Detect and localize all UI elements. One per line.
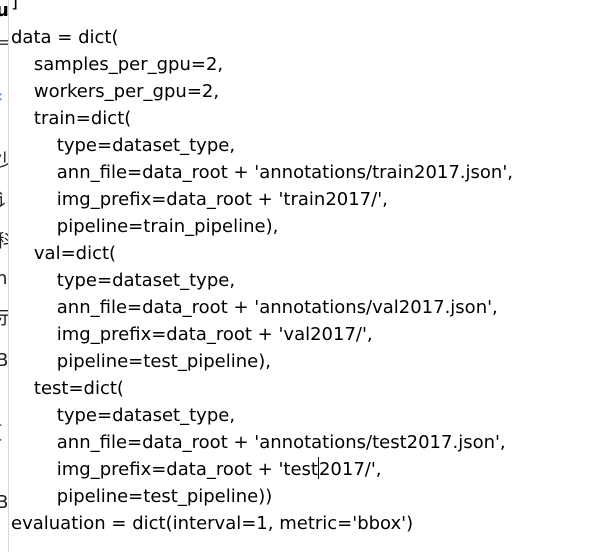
background-text-fragment: u bbox=[0, 0, 9, 21]
code-line[interactable]: ann_file=data_root + 'annotations/train2… bbox=[11, 162, 513, 183]
code-line[interactable]: evaluation = dict(interval=1, metric='bb… bbox=[11, 513, 414, 534]
background-text-fragment: 讠 bbox=[0, 192, 9, 210]
code-line[interactable]: train=dict( bbox=[11, 108, 132, 129]
code-line[interactable]: ann_file=data_root + 'annotations/test20… bbox=[11, 432, 506, 453]
background-text-fragment: 少 bbox=[0, 153, 9, 171]
code-line[interactable]: type=dataset_type, bbox=[11, 270, 236, 291]
editor-left-border bbox=[8, 0, 9, 552]
background-text-fragment: 科 bbox=[0, 233, 9, 251]
text-caret bbox=[317, 457, 319, 479]
code-line[interactable]: pipeline=test_pipeline)) bbox=[11, 486, 273, 507]
background-window-edge: u = ‹ 少 讠 科 n 示 B [ B bbox=[0, 0, 9, 552]
code-line[interactable]: img_prefix=data_root + 'train2017/', bbox=[11, 189, 388, 210]
code-line[interactable]: samples_per_gpu=2, bbox=[11, 54, 224, 75]
code-line[interactable]: img_prefix=data_root + 'val2017/', bbox=[11, 324, 373, 345]
code-line[interactable]: test=dict( bbox=[11, 378, 124, 399]
background-text-fragment: = bbox=[0, 32, 9, 53]
code-line[interactable]: workers_per_gpu=2, bbox=[11, 81, 220, 102]
code-line[interactable]: ann_file=data_root + 'annotations/val201… bbox=[11, 297, 498, 318]
background-text-fragment: n bbox=[0, 268, 8, 289]
background-text-fragment: [ bbox=[0, 424, 3, 442]
code-line[interactable]: ] bbox=[11, 0, 19, 12]
background-text-fragment: ‹ bbox=[0, 88, 3, 106]
code-line[interactable]: pipeline=test_pipeline), bbox=[11, 351, 271, 372]
background-text-fragment: B bbox=[0, 492, 9, 513]
code-text-before-caret: img_prefix=data_root + 'test bbox=[11, 459, 318, 480]
background-text-fragment: B bbox=[0, 350, 9, 371]
code-line[interactable]: type=dataset_type, bbox=[11, 135, 236, 156]
background-text-fragment: 示 bbox=[0, 310, 9, 328]
code-text-after-caret: 2017/', bbox=[318, 459, 382, 480]
code-line[interactable]: data = dict( bbox=[11, 27, 119, 48]
code-line[interactable]: pipeline=train_pipeline), bbox=[11, 216, 279, 237]
code-line[interactable]: type=dataset_type, bbox=[11, 405, 236, 426]
code-line-with-caret[interactable]: img_prefix=data_root + 'test2017/', bbox=[11, 456, 382, 483]
code-line[interactable]: val=dict( bbox=[11, 243, 117, 264]
